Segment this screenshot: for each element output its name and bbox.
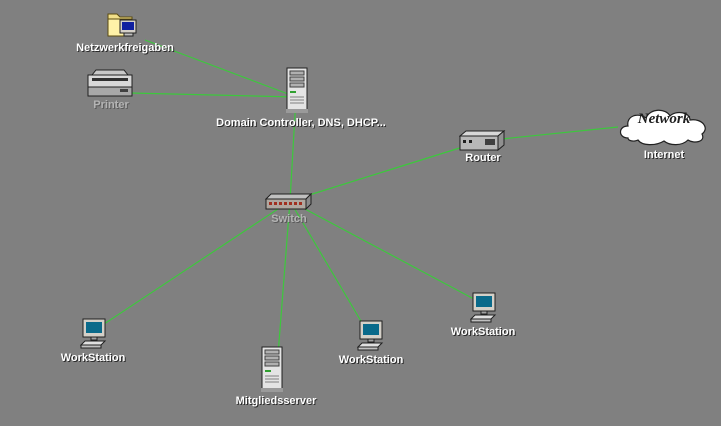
- server-tower-icon: [261, 346, 283, 392]
- cloud-icon: [619, 109, 706, 146]
- cloud-text: Network: [637, 111, 691, 127]
- label-printer: Printer: [93, 99, 129, 111]
- link-switch-router: [289, 140, 483, 202]
- server-tower-icon: [286, 67, 308, 113]
- node-switch[interactable]: [264, 192, 313, 216]
- workstation-icon: [79, 318, 107, 349]
- label-workstation-2: WorkStation: [338, 354, 404, 366]
- label-netzwerkfreigaben: Netzwerkfreigaben: [76, 42, 174, 54]
- node-domain-controller[interactable]: [286, 67, 308, 118]
- link-printer-dc: [129, 92, 297, 98]
- link-switch-ws3: [289, 200, 488, 307]
- link-dc-switch: [289, 96, 297, 202]
- link-switch-ws1: [94, 200, 291, 331]
- workstation-icon: [469, 292, 497, 323]
- node-workstation-3[interactable]: [469, 292, 500, 329]
- label-switch: Switch: [271, 213, 307, 225]
- folder-computer-icon: [107, 13, 137, 37]
- label-mitgliedsserver: Mitgliedsserver: [235, 395, 317, 407]
- label-internet: Internet: [643, 149, 685, 161]
- node-router[interactable]: [458, 129, 507, 157]
- link-netzwerk-dc: [144, 39, 297, 98]
- label-router: Router: [465, 152, 501, 164]
- node-internet[interactable]: Network: [616, 106, 712, 146]
- label-domain-controller: Domain Controller, DNS, DHCP...: [216, 117, 386, 129]
- link-switch-member: [277, 200, 291, 356]
- node-workstation-2[interactable]: [356, 320, 387, 357]
- node-workstation-1[interactable]: [79, 318, 110, 355]
- label-workstation-3: WorkStation: [450, 326, 516, 338]
- node-printer[interactable]: [86, 69, 134, 104]
- workstation-icon: [356, 320, 384, 351]
- router-icon: [458, 129, 506, 152]
- switch-icon: [264, 192, 313, 211]
- link-switch-ws2: [289, 200, 369, 334]
- node-mitgliedsserver[interactable]: [261, 346, 283, 397]
- node-netzwerkfreigaben[interactable]: [106, 8, 140, 45]
- printer-icon: [87, 69, 133, 97]
- label-workstation-1: WorkStation: [60, 352, 126, 364]
- link-router-internet: [481, 126, 619, 142]
